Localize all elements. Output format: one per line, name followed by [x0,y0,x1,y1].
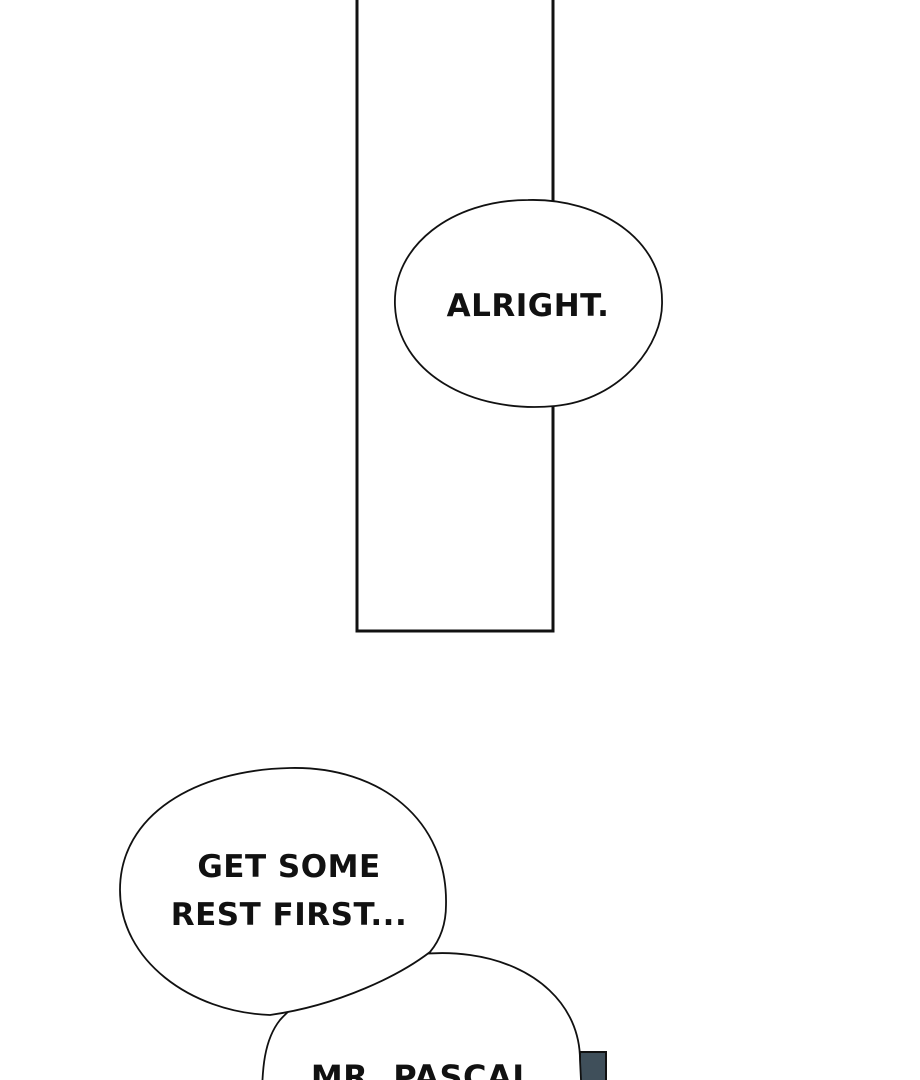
panel-edge-fragment [579,1051,607,1080]
bubble-rest-line1: GET SOME [197,849,380,885]
bubble-pascal-text: MR. PASCAL [311,1058,533,1080]
bubble-rest-line2: REST FIRST... [171,897,408,933]
speech-bubble-alright: ALRIGHT. [394,199,663,408]
speech-bubble-rest: GET SOME REST FIRST... [119,767,447,1016]
bubble-alright-text: ALRIGHT. [447,288,610,324]
